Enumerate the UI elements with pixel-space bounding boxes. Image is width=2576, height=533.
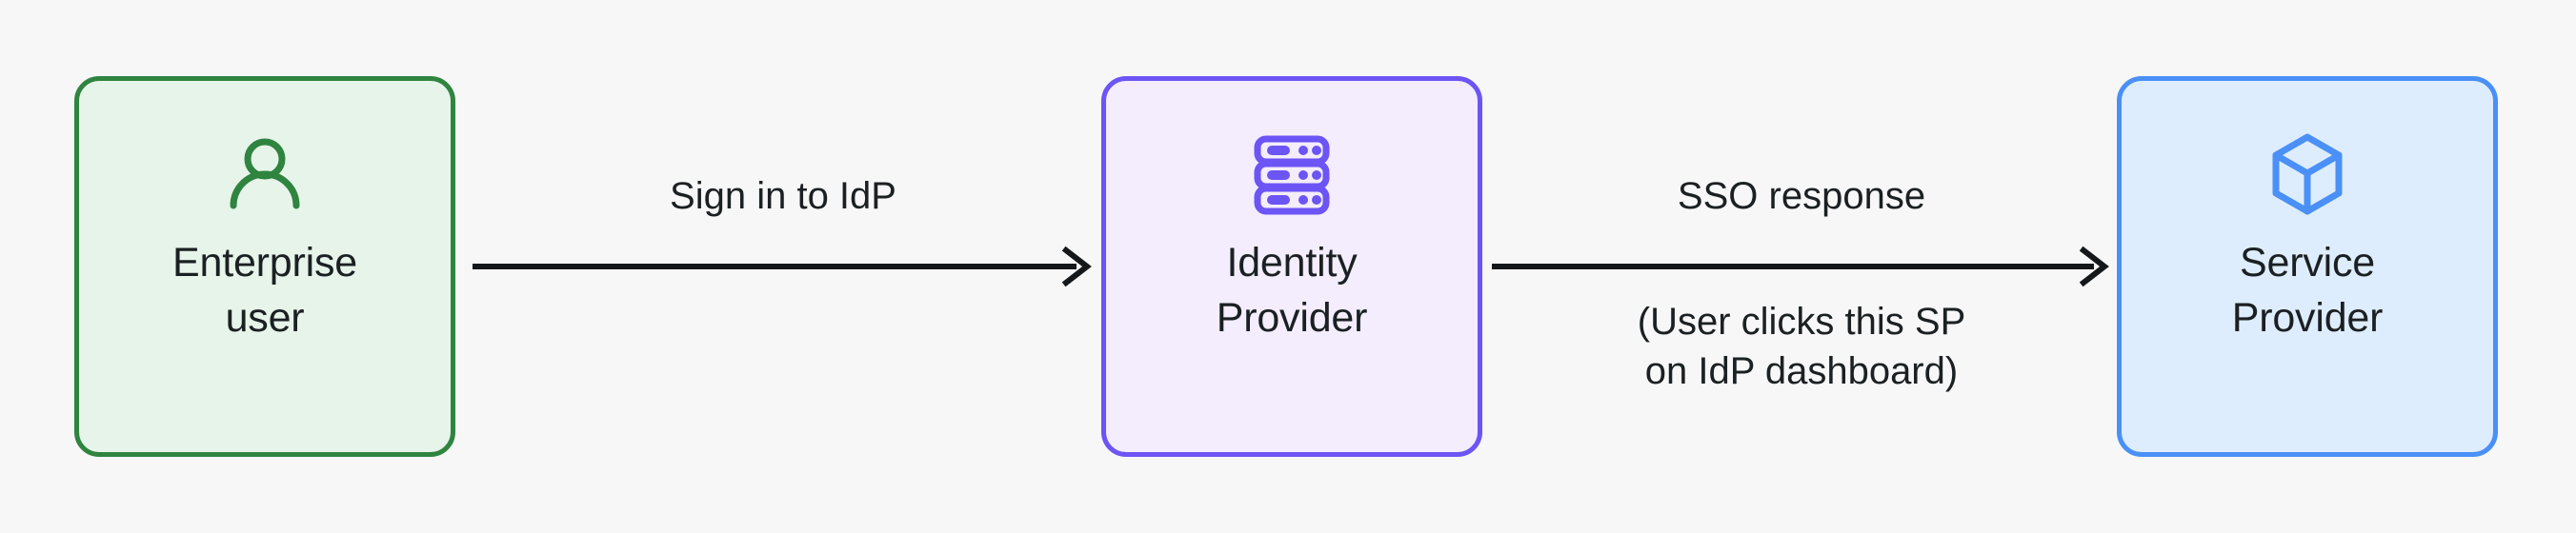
arrow-user-to-idp bbox=[473, 246, 1094, 287]
node-identity-provider[interactable]: Identity Provider bbox=[1101, 76, 1482, 457]
person-icon bbox=[221, 130, 309, 218]
cube-icon bbox=[2264, 130, 2351, 218]
arrow-label-sso-response: SSO response bbox=[1677, 175, 1926, 217]
node-label-enterprise-user: Enterprise user bbox=[172, 240, 357, 341]
arrow-idp-to-sp bbox=[1492, 246, 2111, 287]
node-service-provider[interactable]: Service Provider bbox=[2117, 76, 2498, 457]
server-icon bbox=[1248, 130, 1336, 218]
node-label-service-provider: Service Provider bbox=[2231, 240, 2384, 341]
node-label-identity-provider: Identity Provider bbox=[1216, 240, 1368, 341]
arrow-note-user-clicks-sp: (User clicks this SP on IdP dashboard) bbox=[1637, 301, 1966, 392]
arrow-label-sign-in-to-idp: Sign in to IdP bbox=[670, 175, 896, 217]
node-enterprise-user[interactable]: Enterprise user bbox=[74, 76, 455, 457]
